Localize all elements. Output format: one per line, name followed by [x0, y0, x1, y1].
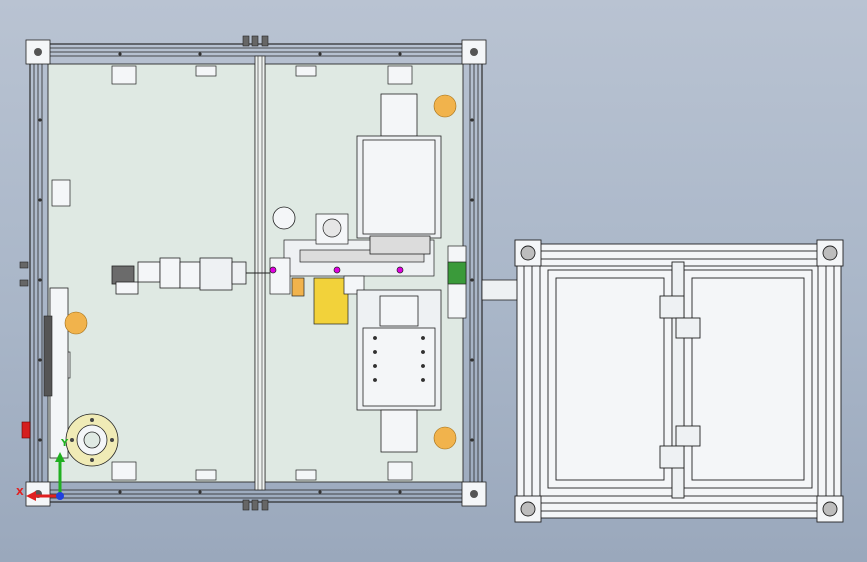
triad-x-label: X	[16, 487, 24, 498]
upper-linear-module[interactable]	[356, 93, 442, 255]
red-knob	[21, 421, 31, 439]
cylinder-assembly[interactable]	[111, 257, 290, 295]
caster-wheel-icon	[520, 245, 838, 517]
flange[interactable]	[65, 413, 119, 467]
connector-shaft	[481, 279, 521, 301]
cart-frame[interactable]	[514, 239, 844, 523]
triad-y-label: Y	[61, 438, 69, 449]
cart-door-left	[547, 269, 673, 489]
green-block	[447, 261, 467, 285]
cart-door-right	[683, 269, 813, 489]
orange-pads	[64, 94, 457, 450]
coordinate-triad-icon	[26, 452, 65, 501]
lower-linear-module[interactable]	[356, 289, 442, 453]
yellow-block	[313, 277, 349, 325]
